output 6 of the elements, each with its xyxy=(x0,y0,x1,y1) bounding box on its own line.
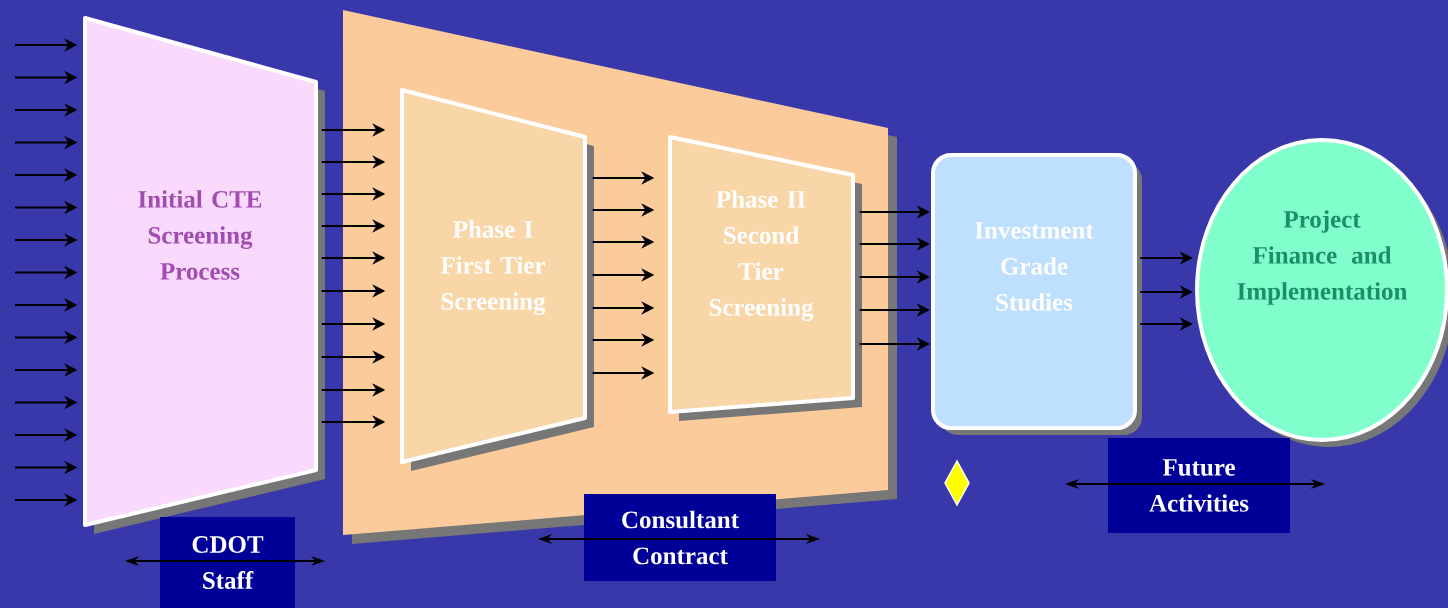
rounded-box: Investment Grade Studies xyxy=(931,153,1142,435)
trapezoid-box: Phase I First Tier Screening xyxy=(400,88,594,471)
label-box: CDOT Staff xyxy=(160,517,295,608)
trapezoid-box: Phase II Second Tier Screening xyxy=(668,135,862,421)
label-box: Future Activities xyxy=(1108,438,1290,533)
label-box: Consultant Contract xyxy=(584,494,776,581)
